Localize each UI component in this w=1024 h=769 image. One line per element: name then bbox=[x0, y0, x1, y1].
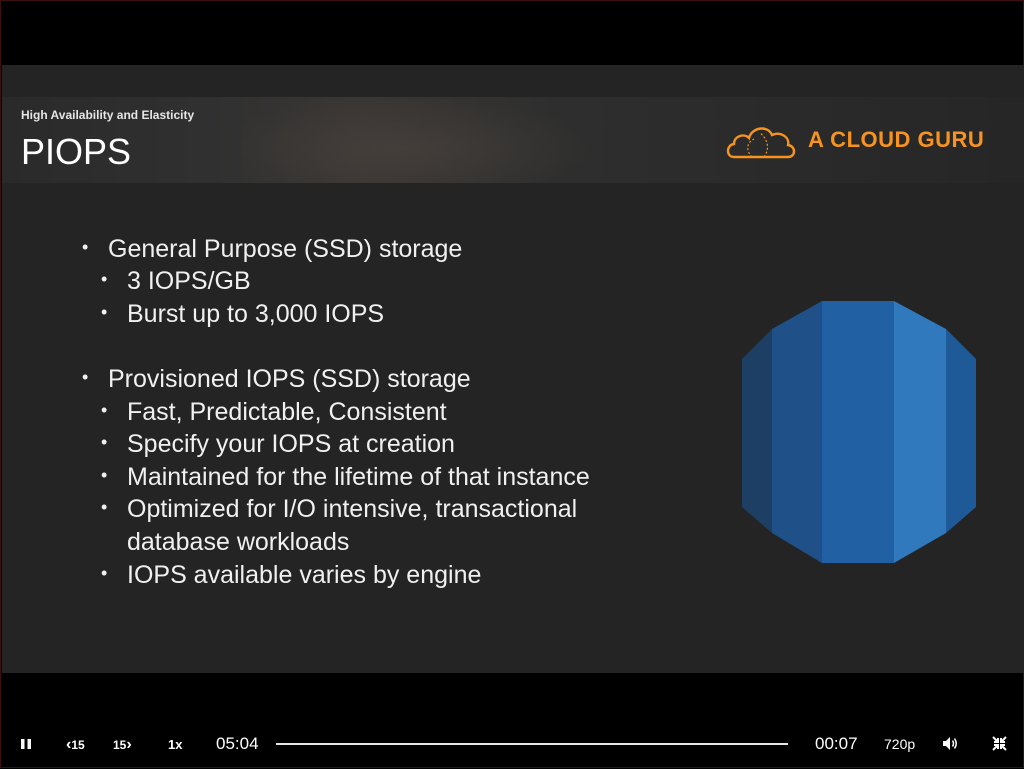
player-controls: ‹15 15› 1x 05:04 bbox=[1, 719, 1024, 769]
sub-bullet-item: database workloads bbox=[127, 528, 350, 556]
forward-15-button[interactable]: 15› bbox=[113, 736, 132, 754]
playback-speed-button[interactable]: 1x bbox=[168, 737, 183, 752]
bullet-dot: • bbox=[82, 237, 89, 257]
sub-bullet-item: Optimized for I/O intensive, transaction… bbox=[127, 495, 578, 523]
bullet-dot: • bbox=[101, 400, 108, 420]
cloud-icon bbox=[726, 127, 796, 159]
bullet-dot: • bbox=[101, 432, 108, 452]
exit-fullscreen-icon[interactable] bbox=[992, 736, 1007, 751]
bullet-item: General Purpose (SSD) storage bbox=[108, 235, 463, 263]
forward-label: 15 bbox=[113, 738, 127, 752]
section-title: High Availability and Elasticity bbox=[21, 108, 195, 122]
slide-header bbox=[2, 97, 1024, 183]
progress-bar[interactable] bbox=[276, 743, 788, 745]
sub-bullet-item: 3 IOPS/GB bbox=[127, 267, 251, 295]
rewind-15-button[interactable]: ‹15 bbox=[66, 736, 85, 754]
slide-title: PIOPS bbox=[21, 131, 132, 172]
slide: High Availability and Elasticity PIOPS A… bbox=[2, 65, 1024, 673]
current-time: 05:04 bbox=[216, 734, 259, 753]
rewind-label: 15 bbox=[71, 738, 85, 752]
bullet-item: Provisioned IOPS (SSD) storage bbox=[108, 365, 471, 393]
remaining-time: 00:07 bbox=[815, 734, 858, 753]
sub-bullet-item: Burst up to 3,000 IOPS bbox=[127, 300, 385, 328]
volume-icon[interactable] bbox=[942, 736, 959, 751]
sub-bullet-item: IOPS available varies by engine bbox=[127, 561, 482, 589]
database-icon bbox=[742, 301, 976, 563]
bullet-dot: • bbox=[101, 269, 108, 289]
forward-15-icon: › bbox=[126, 736, 132, 753]
logo-text: A CLOUD GURU bbox=[808, 127, 985, 152]
header-background-image bbox=[242, 97, 602, 183]
pause-icon[interactable] bbox=[20, 738, 32, 750]
quality-button[interactable]: 720p bbox=[884, 736, 916, 752]
sub-bullet-item: Specify your IOPS at creation bbox=[127, 430, 455, 458]
bullet-dot: • bbox=[101, 465, 108, 485]
a-cloud-guru-logo: A CLOUD GURU bbox=[724, 119, 1004, 163]
bullet-dot: • bbox=[101, 497, 108, 517]
bullet-dot: • bbox=[101, 302, 108, 322]
bullet-dot: • bbox=[101, 563, 108, 583]
rewind-15-icon: ‹ bbox=[66, 736, 72, 753]
bullet-dot: • bbox=[82, 367, 89, 387]
sub-bullet-item: Maintained for the lifetime of that inst… bbox=[127, 463, 590, 491]
sub-bullet-item: Fast, Predictable, Consistent bbox=[127, 398, 447, 426]
